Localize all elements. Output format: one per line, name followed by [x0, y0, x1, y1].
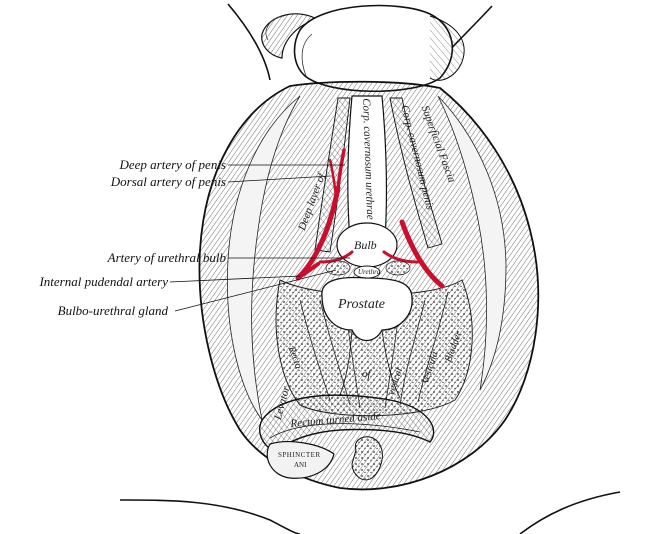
label-sphincter: SPHINCTER — [278, 451, 321, 459]
label-deep-artery-of-penis: Deep artery of penis — [119, 157, 226, 172]
corpus-penis-right — [389, 97, 443, 249]
thigh-outline-left — [227, 3, 271, 81]
label-dorsal-artery-of-penis: Dorsal artery of penis — [110, 174, 226, 189]
label-prostate: Prostate — [338, 297, 385, 312]
buttock-right — [519, 491, 621, 534]
anus — [351, 436, 383, 481]
artery-bulb-left — [318, 250, 354, 264]
arteries — [295, 148, 445, 289]
artery-bulb-right — [382, 250, 420, 264]
label-bulbo-urethral-gland: Bulbo-urethral gland — [57, 303, 168, 318]
dorsal-artery-left — [328, 158, 338, 198]
label-urethra: Urethra — [358, 268, 381, 276]
scrotum-reflected — [261, 4, 465, 93]
prostate — [321, 276, 413, 342]
sphincter-ani — [266, 441, 335, 479]
buttock-left — [119, 499, 301, 534]
label-of: of — [362, 368, 371, 380]
internal-pudendal-artery-right — [399, 219, 445, 289]
label-internal-pudendal-artery: Internal pudendal artery — [39, 274, 168, 289]
deep-artery-left — [336, 148, 346, 190]
callout-lines — [169, 164, 350, 312]
label-ani: ANI — [294, 461, 307, 469]
label-artery-of-urethral-bulb: Artery of urethral bulb — [107, 250, 226, 265]
label-bulb: Bulb — [354, 238, 377, 252]
